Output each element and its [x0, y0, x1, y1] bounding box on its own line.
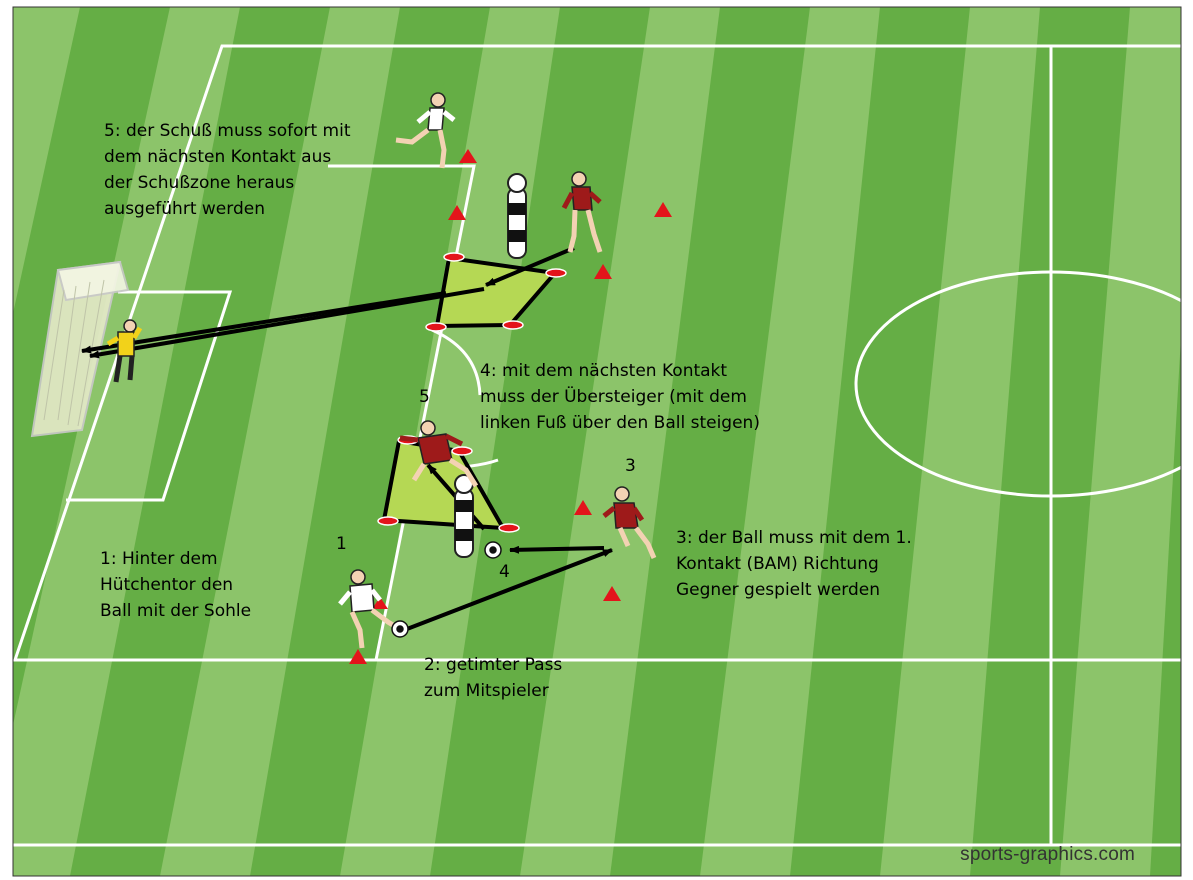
dummy-upper: [508, 174, 526, 258]
note-step-1: 1: Hinter dem Hütchentor den Ball mit de…: [100, 546, 251, 624]
disc-marker: [444, 253, 464, 261]
step-number-1: 1: [336, 534, 347, 554]
disc-marker: [503, 321, 523, 329]
dummy-lower: [455, 475, 473, 557]
note-step-2: 2: getimter Pass zum Mitspieler: [424, 652, 562, 704]
disc-marker: [378, 517, 398, 525]
disc-marker: [546, 269, 566, 277]
note-step-5: 5: der Schuß muss sofort mit dem nächste…: [104, 118, 351, 222]
note-step-3: 3: der Ball muss mit dem 1. Kontakt (BAM…: [676, 525, 912, 603]
ball: [485, 542, 501, 558]
step-number-3: 3: [625, 456, 636, 476]
note-step-4: 4: mit dem nächsten Kontakt muss der Übe…: [480, 358, 760, 436]
watermark: sports-graphics.com: [960, 844, 1135, 866]
ball: [392, 621, 408, 637]
disc-marker: [426, 323, 446, 331]
step-number-4: 4: [499, 562, 510, 582]
step-number-5: 5: [419, 387, 430, 407]
return-pass-arrow: [510, 548, 604, 550]
disc-marker: [452, 447, 472, 455]
disc-marker: [499, 524, 519, 532]
